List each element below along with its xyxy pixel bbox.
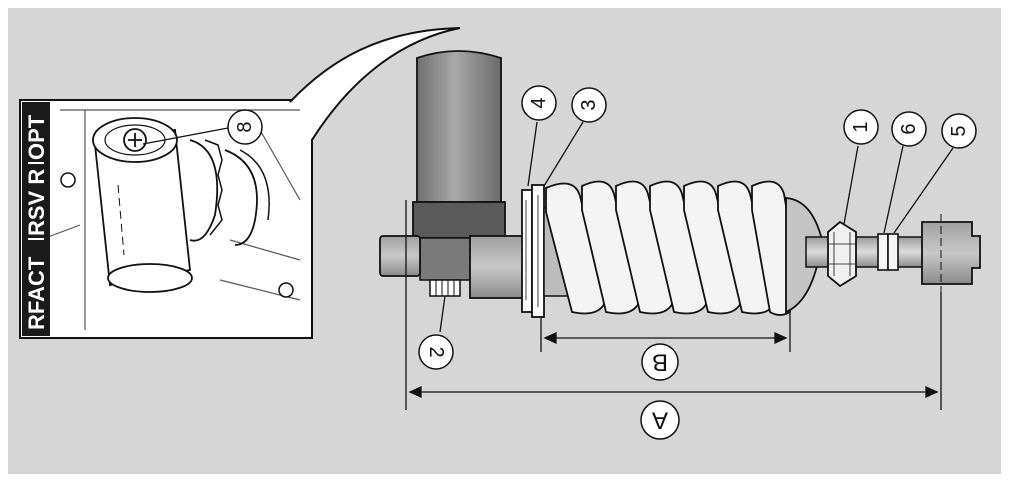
inset-detail-view: RFACT RSV R OPT 8 [19,27,461,339]
rebound-adjuster-knob [123,128,147,152]
compression-adjuster [429,279,461,297]
inset-callout-tail [289,27,461,141]
inset-frame-lines [39,109,301,330]
callout-4-leader [527,121,538,187]
callout-3-leader [543,121,584,187]
dim-a-arrow-right [925,385,939,399]
lock-ring [521,189,533,313]
model-badges: RFACT RSV R OPT [22,102,50,336]
length-adjuster-nut [827,220,857,288]
shock-absorber [379,50,981,318]
dim-b-arrow-right [774,331,788,345]
callout-4-label: 4 [528,97,550,108]
lock-nut-6 [877,233,889,271]
badge-rsv-r: RSV R [24,169,49,236]
callout-2-label: 2 [425,346,447,357]
callout-1-leader [843,145,859,225]
badge-opt: OPT [24,114,49,160]
dim-b-circle [641,343,679,381]
inset-bolt-icon [60,172,76,188]
callout-3-circle [571,87,607,123]
callout-2-leader [439,295,446,333]
dim-b-arrow-left [543,331,557,345]
damper-body [469,235,531,299]
gas-reservoir [412,50,506,281]
inset-spring [189,139,270,246]
callout-4-circle [521,85,557,121]
bottom-eyelet [921,214,981,292]
callout-8-leader [142,127,229,145]
callout-1-circle [843,109,879,145]
callout-5-leader [893,147,954,234]
callout-6-label: 6 [898,123,920,134]
dim-a-label: A [652,407,668,434]
dim-a-arrow-left [408,385,422,399]
callout-6-leader [883,145,904,234]
callout-6-circle [891,111,927,147]
inset-bolt-icon [278,282,294,298]
callout-8-label: 8 [234,121,256,132]
top-eyelet [379,232,421,282]
callout-5-circle [941,113,977,149]
lock-nut-5 [887,233,899,271]
piston-rod [805,236,927,268]
badge-rfact: RFACT [24,256,49,330]
dim-b-label: B [652,349,668,376]
dimension-labels: B A [640,343,680,440]
callout-1-label: 1 [850,121,872,132]
coil-spring [545,180,791,316]
callout-8-circle [227,109,263,145]
callout-3-label: 3 [578,99,600,110]
callout-2-circle [418,334,454,370]
inset-reservoir [92,117,193,293]
dimension-lines [405,200,942,410]
callout-5-label: 5 [948,125,970,136]
dim-a-circle [640,400,680,440]
callouts: 4 3 1 6 5 2 [418,85,977,370]
